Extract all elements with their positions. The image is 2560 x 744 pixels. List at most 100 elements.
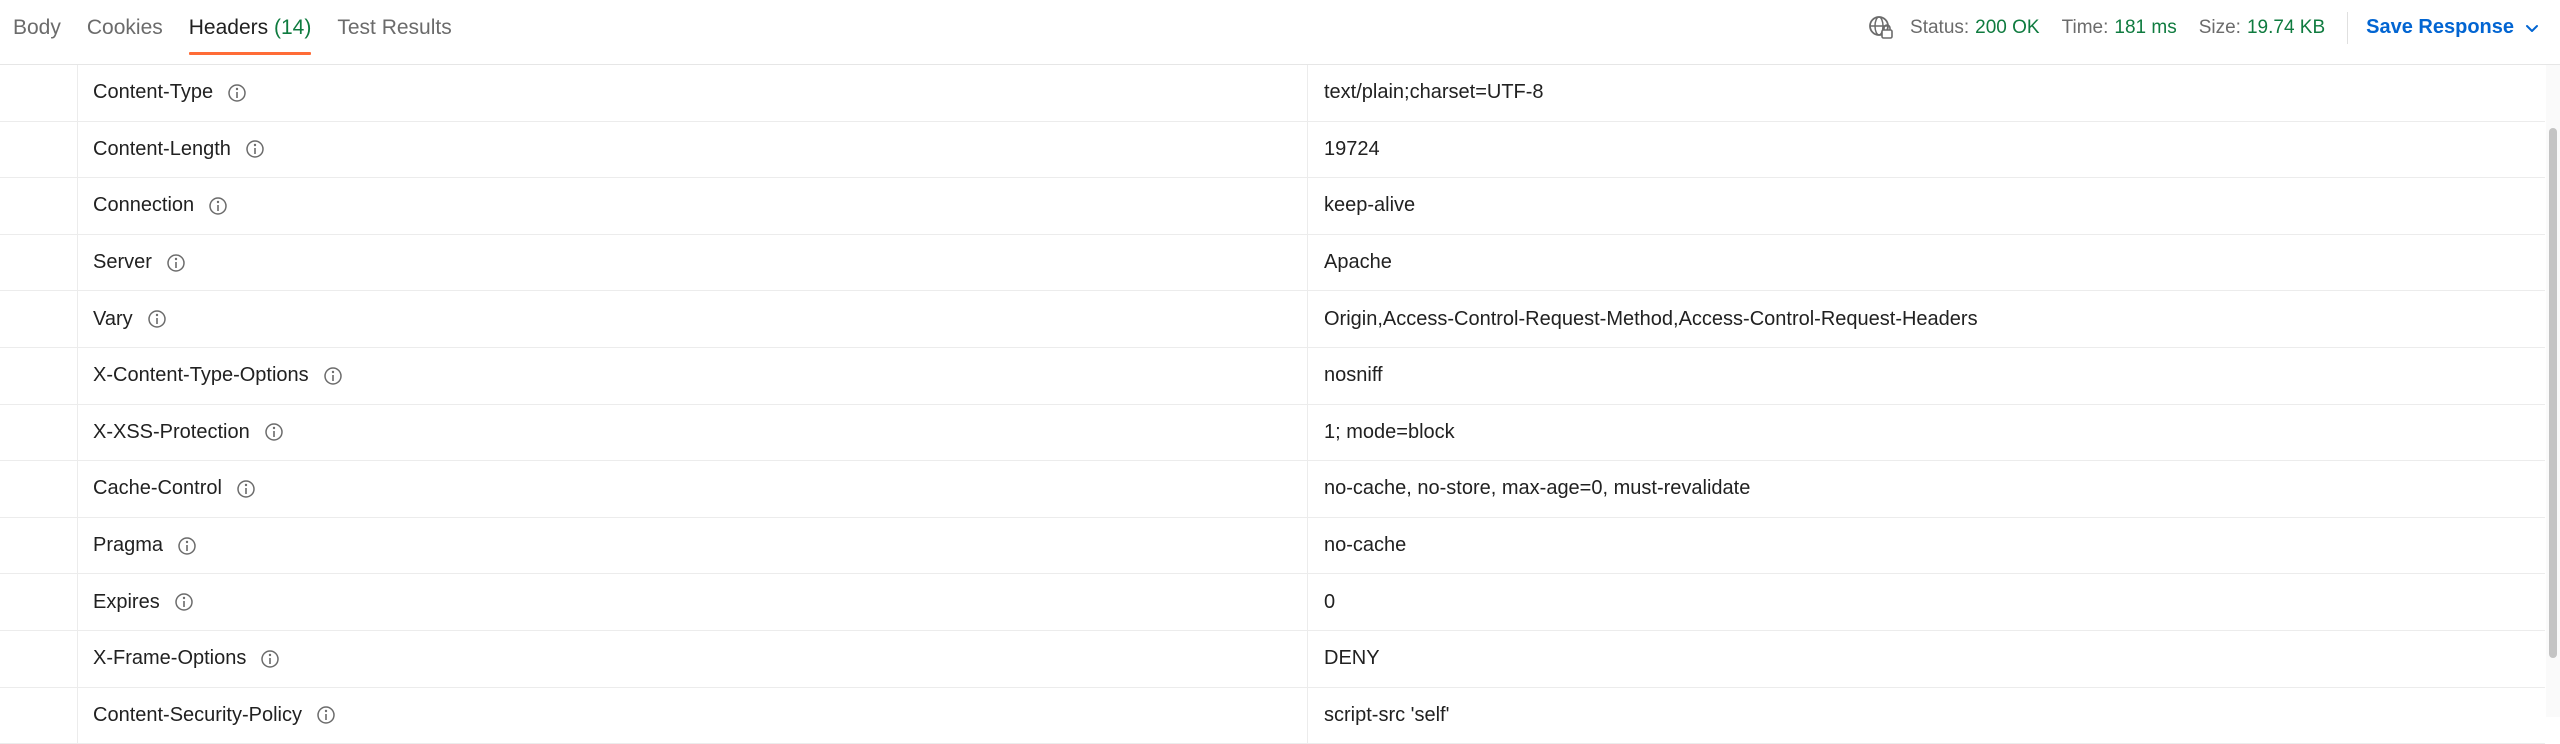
row-gutter bbox=[0, 687, 78, 744]
header-value[interactable]: keep-alive bbox=[1324, 194, 1416, 217]
header-key[interactable]: Vary bbox=[93, 307, 133, 330]
header-value-cell: keep-alive bbox=[1309, 178, 2545, 234]
header-key[interactable]: Content-Security-Policy bbox=[93, 703, 302, 726]
size-value[interactable]: 19.74 KB bbox=[2246, 16, 2326, 38]
info-icon[interactable] bbox=[208, 196, 228, 216]
header-value[interactable]: 0 bbox=[1324, 590, 1336, 613]
header-key[interactable]: Server bbox=[93, 251, 152, 274]
globe-lock-icon[interactable] bbox=[1866, 13, 1896, 43]
row-gutter bbox=[0, 121, 78, 178]
header-key[interactable]: Pragma bbox=[93, 534, 164, 557]
header-value-cell: 1; mode=block bbox=[1309, 405, 2545, 461]
header-value[interactable]: text/plain;charset=UTF-8 bbox=[1324, 81, 1544, 104]
info-icon[interactable] bbox=[236, 479, 256, 499]
header-value-cell: nosniff bbox=[1309, 348, 2545, 404]
status-value[interactable]: 200 OK bbox=[1975, 16, 2040, 38]
header-row: Content-Length 19724 bbox=[0, 121, 2545, 179]
header-key-cell: X-Frame-Options bbox=[78, 630, 1308, 687]
info-icon[interactable] bbox=[177, 536, 197, 556]
row-gutter bbox=[0, 574, 78, 630]
tab-body-label: Body bbox=[13, 16, 61, 39]
vertical-scrollbar[interactable] bbox=[2546, 65, 2560, 717]
header-value-cell: 19724 bbox=[1309, 122, 2545, 178]
tab-headers-label: Headers bbox=[188, 16, 269, 39]
header-row: Content-Security-Policy script-src 'self' bbox=[0, 687, 2545, 744]
header-key[interactable]: X-Content-Type-Options bbox=[93, 364, 309, 387]
chevron-down-icon[interactable] bbox=[2524, 20, 2540, 36]
time-value[interactable]: 181 ms bbox=[2114, 16, 2177, 38]
info-icon[interactable] bbox=[323, 366, 343, 386]
header-value[interactable]: script-src 'self' bbox=[1324, 703, 1450, 726]
header-key[interactable]: X-XSS-Protection bbox=[93, 420, 250, 443]
header-key-cell: Content-Length bbox=[78, 121, 1308, 178]
header-value-cell: no-cache bbox=[1309, 518, 2545, 574]
header-key[interactable]: Expires bbox=[93, 590, 160, 613]
row-gutter bbox=[0, 517, 78, 574]
scrollbar-thumb[interactable] bbox=[2549, 128, 2557, 658]
info-icon[interactable] bbox=[316, 705, 336, 725]
info-icon[interactable] bbox=[264, 422, 284, 442]
header-key-cell: Content-Type bbox=[78, 65, 1308, 121]
save-response-button[interactable]: Save Response bbox=[2366, 16, 2540, 39]
header-row: Pragma no-cache bbox=[0, 517, 2545, 575]
header-row: X-Content-Type-Options nosniff bbox=[0, 347, 2545, 405]
header-key-cell: Cache-Control bbox=[78, 461, 1308, 517]
info-icon[interactable] bbox=[260, 649, 280, 669]
tab-cookies-label: Cookies bbox=[86, 16, 163, 39]
row-gutter bbox=[0, 65, 78, 121]
header-row: Vary Origin,Access-Control-Request-Method… bbox=[0, 291, 2545, 348]
header-value-cell: DENY bbox=[1309, 631, 2545, 687]
row-gutter bbox=[0, 347, 78, 404]
header-value[interactable]: 19724 bbox=[1324, 137, 1380, 160]
info-icon[interactable] bbox=[227, 83, 247, 103]
header-value[interactable]: DENY bbox=[1324, 647, 1380, 670]
header-value[interactable]: nosniff bbox=[1324, 364, 1383, 387]
row-gutter bbox=[0, 630, 78, 687]
header-value[interactable]: no-cache bbox=[1324, 534, 1407, 557]
header-row: Expires 0 bbox=[0, 574, 2545, 631]
row-gutter bbox=[0, 234, 78, 291]
time-label: Time: bbox=[2061, 16, 2109, 38]
header-key-cell: Pragma bbox=[78, 517, 1308, 574]
status-label: Status: bbox=[1910, 16, 1970, 38]
header-key[interactable]: Connection bbox=[93, 194, 195, 217]
info-icon[interactable] bbox=[147, 309, 167, 329]
header-row: Connection keep-alive bbox=[0, 178, 2545, 235]
tab-headers-count: (14) bbox=[273, 16, 312, 39]
header-key-cell: Expires bbox=[78, 574, 1308, 630]
header-key-cell: Vary bbox=[78, 291, 1308, 347]
header-key[interactable]: Content-Length bbox=[93, 137, 231, 160]
row-gutter bbox=[0, 178, 78, 234]
row-gutter bbox=[0, 404, 78, 461]
size-label: Size: bbox=[2198, 16, 2241, 38]
header-value-cell: Origin,Access-Control-Request-Method,Acc… bbox=[1309, 291, 2545, 347]
header-value[interactable]: Origin,Access-Control-Request-Method,Acc… bbox=[1324, 307, 1978, 330]
header-row: X-XSS-Protection 1; mode=block bbox=[0, 404, 2545, 462]
header-value[interactable]: no-cache, no-store, max-age=0, must-reva… bbox=[1324, 477, 1751, 500]
header-value[interactable]: 1; mode=block bbox=[1324, 420, 1455, 443]
header-value-cell: 0 bbox=[1309, 574, 2545, 630]
header-row: Server Apache bbox=[0, 234, 2545, 292]
header-key-cell: Connection bbox=[78, 178, 1308, 234]
tab-body[interactable]: Body bbox=[13, 0, 61, 55]
tab-cookies[interactable]: Cookies bbox=[87, 0, 163, 55]
info-icon[interactable] bbox=[174, 592, 194, 612]
tab-test-results[interactable]: Test Results bbox=[337, 0, 451, 55]
row-gutter bbox=[0, 291, 78, 347]
header-value-cell: no-cache, no-store, max-age=0, must-reva… bbox=[1309, 461, 2545, 517]
save-response-label: Save Response bbox=[2366, 16, 2514, 38]
info-icon[interactable] bbox=[166, 253, 186, 273]
header-row: Cache-Control no-cache, no-store, max-age… bbox=[0, 461, 2545, 518]
header-key[interactable]: X-Frame-Options bbox=[93, 647, 247, 670]
tab-headers[interactable]: Headers (14) bbox=[188, 0, 312, 55]
header-value-cell: Apache bbox=[1309, 235, 2545, 291]
header-value[interactable]: Apache bbox=[1324, 251, 1392, 274]
header-key[interactable]: Content-Type bbox=[93, 81, 214, 104]
header-row: X-Frame-Options DENY bbox=[0, 630, 2545, 688]
header-row: Content-Type text/plain;charset=UTF-8 bbox=[0, 65, 2545, 122]
header-value-cell: script-src 'self' bbox=[1309, 688, 2545, 744]
header-key[interactable]: Cache-Control bbox=[93, 477, 222, 500]
tab-test-results-label: Test Results bbox=[337, 16, 452, 39]
info-icon[interactable] bbox=[245, 139, 265, 159]
